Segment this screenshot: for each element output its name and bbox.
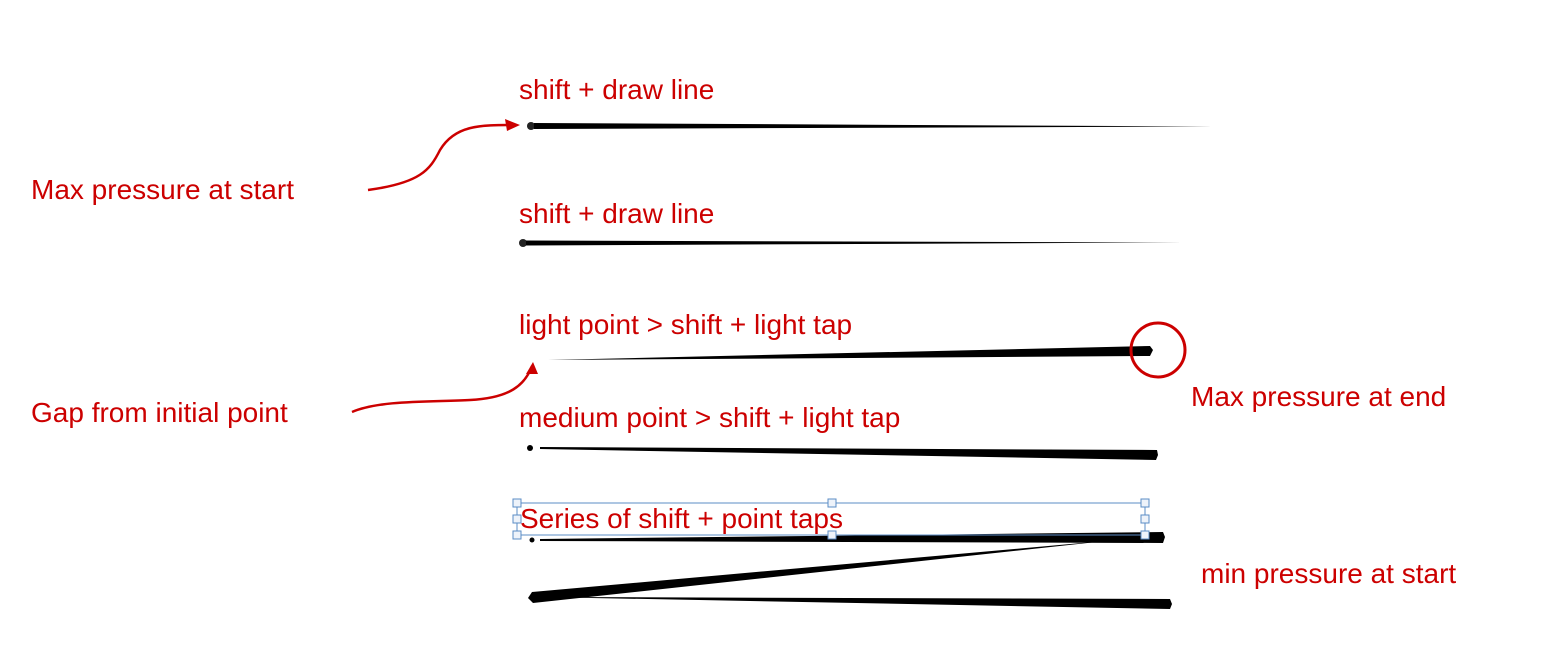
stroke-start-dot [527,445,533,451]
pen-stroke[interactable] [548,346,1153,360]
pen-stroke[interactable] [534,123,1213,129]
annotation-gap[interactable]: Gap from initial point [31,397,288,428]
annotation-min-start[interactable]: min pressure at start [1201,558,1457,589]
label-line3[interactable]: light point > shift + light tap [519,309,853,340]
stroke-start-dot [527,122,535,130]
resize-handle[interactable] [1140,514,1150,524]
arrow-gap [351,365,534,414]
arrowhead-icon [526,362,538,374]
resize-handle[interactable] [512,498,522,508]
label-line4[interactable]: medium point > shift + light tap [519,402,901,433]
resize-handle[interactable] [512,514,522,524]
resize-handle[interactable] [1140,530,1150,540]
annotation-max-end[interactable]: Max pressure at end [1191,381,1447,412]
arrowhead-icon [505,119,520,131]
stroke-start-dot [529,537,535,543]
resize-handle[interactable] [827,498,837,508]
pen-stroke[interactable] [540,597,1172,609]
annotation-max-start[interactable]: Max pressure at start [31,174,294,205]
stroke-start-dot [519,239,527,247]
selection-box[interactable] [512,498,1150,540]
pen-stroke[interactable] [528,540,1115,603]
red-circle-annotation [1129,321,1187,379]
pen-stroke[interactable] [540,447,1158,460]
resize-handle[interactable] [512,530,522,540]
label-line1[interactable]: shift + draw line [519,74,715,105]
resize-handle[interactable] [827,530,837,540]
resize-handle[interactable] [1140,498,1150,508]
label-line2[interactable]: shift + draw line [519,198,715,229]
pen-stroke[interactable] [526,240,1183,246]
label-line5[interactable]: Series of shift + point taps [520,503,843,534]
arrow-max-pressure-start [367,123,516,192]
